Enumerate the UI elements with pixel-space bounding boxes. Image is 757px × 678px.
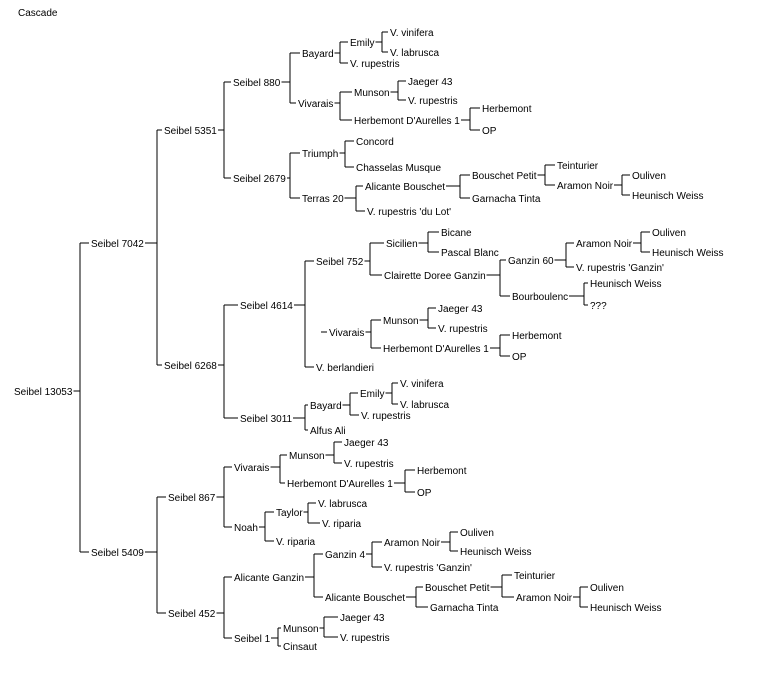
- node-label-v-rupestris: V. rupestris: [344, 459, 394, 470]
- node-label-seibel-3011: Seibel 3011: [240, 414, 293, 425]
- node-label-ouliven: Ouliven: [652, 228, 686, 239]
- node-label-v-labrusca: V. labrusca: [390, 48, 440, 59]
- node-label-herbemont-d-aurelles-1: Herbemont D'Aurelles 1: [287, 479, 393, 490]
- node-label-seibel-6268: Seibel 6268: [164, 361, 217, 372]
- node-label-v-rupestris: V. rupestris: [408, 96, 458, 107]
- node-label-vivarais: Vivarais: [329, 328, 364, 339]
- node-label-ouliven: Ouliven: [590, 583, 624, 594]
- node-label-herbemont: Herbemont: [482, 104, 532, 115]
- node-label-aramon-noir: Aramon Noir: [576, 239, 633, 250]
- node-label-concord: Concord: [356, 137, 394, 148]
- node-label-bouschet-petit: Bouschet Petit: [425, 583, 490, 594]
- node-label-seibel-867: Seibel 867: [168, 493, 216, 504]
- node-label-triumph: Triumph: [302, 149, 338, 160]
- node-label-v-rupestris-ganzin: V. rupestris 'Ganzin': [576, 263, 664, 274]
- node-label-op: OP: [512, 352, 527, 363]
- node-label-v-riparia: V. riparia: [276, 537, 316, 548]
- node-label-v-vinifera: V. vinifera: [390, 28, 434, 39]
- node-label-v-vinifera: V. vinifera: [400, 379, 444, 390]
- node-label-herbemont: Herbemont: [417, 466, 467, 477]
- node-label-op: OP: [482, 126, 497, 137]
- node-label-jaeger-43: Jaeger 43: [438, 304, 483, 315]
- node-label-munson: Munson: [289, 451, 325, 462]
- node-label-teinturier: Teinturier: [514, 571, 556, 582]
- node-label-heunisch-weiss: Heunisch Weiss: [632, 191, 704, 202]
- node-label-ganzin-4: Ganzin 4: [325, 550, 365, 561]
- node-label-v-rupestris: V. rupestris: [340, 633, 390, 644]
- node-label-sicilien: Sicilien: [386, 239, 418, 250]
- node-label-alicante-bouschet: Alicante Bouschet: [365, 182, 445, 193]
- node-label-v-riparia: V. riparia: [322, 519, 362, 530]
- node-label-jaeger-43: Jaeger 43: [340, 613, 385, 624]
- node-label-seibel-880: Seibel 880: [233, 78, 281, 89]
- node-label-bicane: Bicane: [441, 228, 472, 239]
- node-label-vivarais: Vivarais: [298, 99, 333, 110]
- node-label-op: OP: [417, 488, 432, 499]
- node-label-bayard: Bayard: [302, 49, 334, 60]
- node-label-heunisch-weiss: Heunisch Weiss: [460, 547, 532, 558]
- node-label-emily: Emily: [350, 38, 374, 49]
- node-label-ouliven: Ouliven: [460, 528, 494, 539]
- node-label-clairette-doree-ganzin: Clairette Doree Ganzin: [384, 271, 486, 282]
- node-label-herbemont-d-aurelles-1: Herbemont D'Aurelles 1: [383, 344, 489, 355]
- node-label-: ???: [590, 301, 607, 312]
- node-label-aramon-noir: Aramon Noir: [557, 181, 614, 192]
- node-label-munson: Munson: [383, 316, 419, 327]
- node-label-seibel-4614: Seibel 4614: [240, 301, 293, 312]
- node-label-vivarais: Vivarais: [234, 463, 269, 474]
- node-label-ouliven: Ouliven: [632, 171, 666, 182]
- node-label-pascal-blanc: Pascal Blanc: [441, 248, 499, 259]
- node-label-heunisch-weiss: Heunisch Weiss: [590, 279, 662, 290]
- node-label-ganzin-60: Ganzin 60: [508, 256, 554, 267]
- node-label-terras-20: Terras 20: [302, 194, 344, 205]
- node-label-emily: Emily: [360, 389, 384, 400]
- node-label-jaeger-43: Jaeger 43: [408, 77, 453, 88]
- node-label-v-rupestris: V. rupestris: [438, 324, 488, 335]
- node-label-chasselas-musque: Chasselas Musque: [356, 163, 441, 174]
- node-label-seibel-2679: Seibel 2679: [233, 174, 286, 185]
- node-label-seibel-5409: Seibel 5409: [91, 548, 144, 559]
- node-label-seibel-752: Seibel 752: [316, 257, 364, 268]
- node-label-herbemont: Herbemont: [512, 331, 562, 342]
- node-label-v-rupestris: V. rupestris: [350, 59, 400, 70]
- node-label-taylor: Taylor: [276, 508, 303, 519]
- node-label-v-labrusca: V. labrusca: [400, 400, 450, 411]
- node-label-seibel-452: Seibel 452: [168, 609, 216, 620]
- node-label-teinturier: Teinturier: [557, 161, 599, 172]
- node-label-aramon-noir: Aramon Noir: [516, 593, 573, 604]
- node-label-v-rupestris-ganzin: V. rupestris 'Ganzin': [384, 563, 472, 574]
- node-label-garnacha-tinta: Garnacha Tinta: [472, 194, 541, 205]
- node-label-noah: Noah: [234, 523, 258, 534]
- node-label-v-rupestris-du-lot: V. rupestris 'du Lot': [367, 207, 451, 218]
- node-label-heunisch-weiss: Heunisch Weiss: [590, 603, 662, 614]
- node-label-bouschet-petit: Bouschet Petit: [472, 171, 537, 182]
- node-label-herbemont-d-aurelles-1: Herbemont D'Aurelles 1: [354, 116, 460, 127]
- node-label-alfus-ali: Alfus Ali: [310, 426, 346, 437]
- node-label-cinsaut: Cinsaut: [283, 642, 317, 653]
- node-label-v-berlandieri: V. berlandieri: [316, 363, 374, 374]
- node-label-bayard: Bayard: [310, 401, 342, 412]
- node-label-jaeger-43: Jaeger 43: [344, 438, 389, 449]
- node-label-seibel-1: Seibel 1: [234, 634, 271, 645]
- diagram-title: Cascade: [18, 8, 58, 19]
- node-label-garnacha-tinta: Garnacha Tinta: [430, 603, 499, 614]
- node-label-v-rupestris: V. rupestris: [361, 411, 411, 422]
- node-label-aramon-noir: Aramon Noir: [384, 538, 441, 549]
- node-label-seibel-5351: Seibel 5351: [164, 126, 217, 137]
- node-label-alicante-ganzin: Alicante Ganzin: [234, 573, 304, 584]
- node-label-v-labrusca: V. labrusca: [318, 499, 368, 510]
- node-label-bourboulenc: Bourboulenc: [512, 292, 568, 303]
- node-label-munson: Munson: [283, 624, 319, 635]
- node-label-seibel-7042: Seibel 7042: [91, 239, 144, 250]
- node-label-seibel-13053: Seibel 13053: [14, 387, 73, 398]
- node-label-alicante-bouschet: Alicante Bouschet: [325, 593, 405, 604]
- node-label-munson: Munson: [354, 88, 390, 99]
- node-label-heunisch-weiss: Heunisch Weiss: [652, 248, 724, 259]
